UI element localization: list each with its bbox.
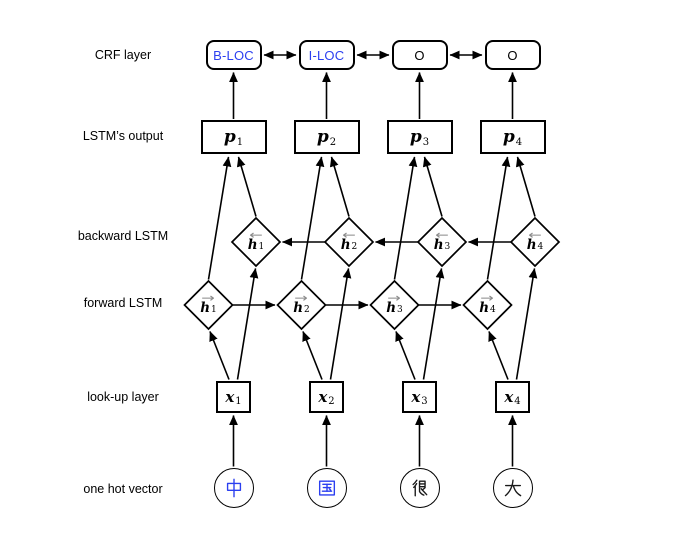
backward-lstm-diamonds xyxy=(230,216,561,268)
hanzi-guo-glyph xyxy=(318,480,335,496)
arrows-onehot-to-lookup xyxy=(229,415,517,467)
p1-symbol: p xyxy=(223,127,236,147)
row-label-backward-lstm: backward LSTM xyxy=(77,229,169,243)
x2-symbol: x xyxy=(318,388,328,406)
arrows-output-to-crf xyxy=(229,72,517,119)
x3-symbol: x xyxy=(411,388,421,406)
crf-tag-4: O xyxy=(484,40,541,70)
arrows-backward-lstm-to-output xyxy=(236,156,536,217)
x3-subscript: 3 xyxy=(421,396,428,407)
p4-subscript: 4 xyxy=(515,137,523,148)
row-label-crf-layer: CRF layer xyxy=(94,48,152,62)
row-label-forward-lstm: forward LSTM xyxy=(83,296,163,310)
p2-symbol: p xyxy=(316,127,329,147)
p3-subscript: 3 xyxy=(422,137,430,148)
x4-subscript: 4 xyxy=(514,396,521,407)
p1-subscript: 1 xyxy=(236,137,244,148)
x1-symbol: x xyxy=(225,388,235,406)
onehot-circle-2: 国 xyxy=(306,468,347,508)
p3-symbol: p xyxy=(409,127,422,147)
row-label-lookup-layer: look-up layer xyxy=(87,390,159,404)
crf-tag-1: B-LOC xyxy=(205,40,262,70)
x1-subscript: 1 xyxy=(235,396,242,407)
onehot-circle-4: 大 xyxy=(492,468,533,508)
onehot-circle-1: 中 xyxy=(213,468,254,508)
forward-lstm-diamonds xyxy=(183,279,513,331)
arrows-lookup-to-forward-lstm xyxy=(209,331,509,380)
crf-tag-2-label: I-LOC xyxy=(308,47,345,63)
row-label-one-hot-vector: one hot vector xyxy=(83,482,163,496)
p4-symbol: p xyxy=(502,127,515,147)
x4-symbol: x xyxy=(504,388,514,406)
crf-tag-3: O xyxy=(391,40,448,70)
hanzi-hen-glyph xyxy=(411,479,427,497)
crf-tag-3-label: O xyxy=(414,47,425,63)
p2-subscript: 2 xyxy=(329,137,337,148)
arrows-forward-lstm-to-output xyxy=(207,156,511,280)
crf-tag-1-label: B-LOC xyxy=(213,47,254,63)
hanzi-da-glyph xyxy=(504,479,521,497)
onehot-circle-3: 很 xyxy=(399,468,440,508)
arrows-lookup-to-backward-lstm xyxy=(236,268,538,380)
crf-tag-2: I-LOC xyxy=(298,40,355,70)
x2-subscript: 2 xyxy=(328,396,335,407)
hanzi-zhong-glyph xyxy=(226,478,241,498)
row-label-lstm-output: LSTM’s output xyxy=(82,129,164,143)
crf-tag-4-label: O xyxy=(507,47,518,63)
